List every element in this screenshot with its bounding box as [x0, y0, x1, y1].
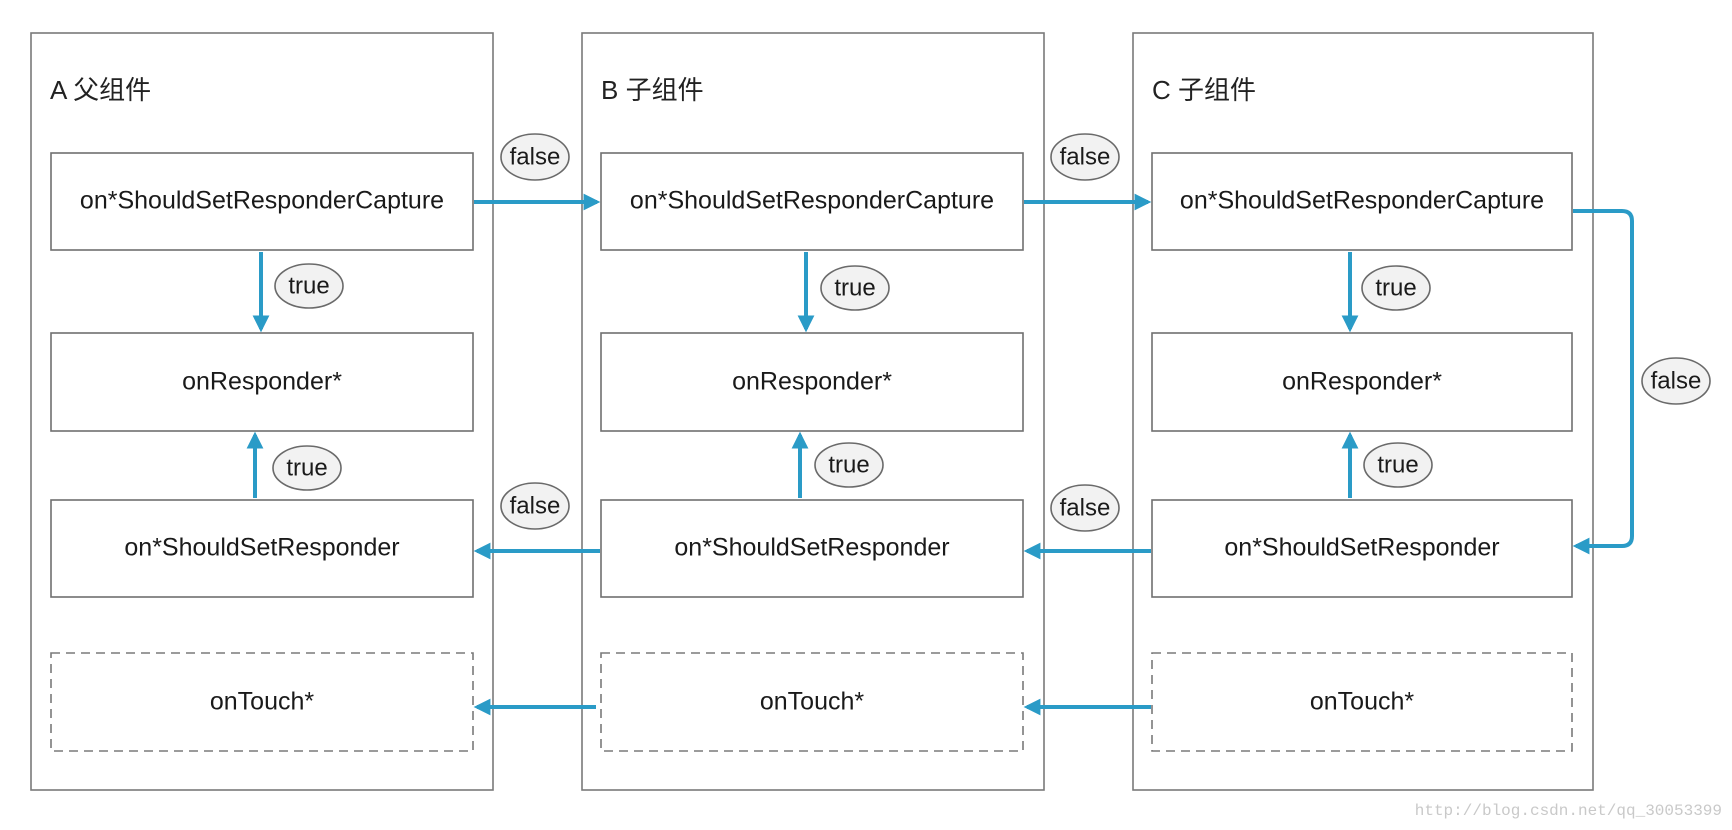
panel-c-should-set-box [1151, 499, 1573, 598]
panel-a-title: A 父组件 [50, 75, 151, 105]
capture-b-to-c-false-label: false [1060, 143, 1111, 170]
panel-c-true-up-label: true [1377, 451, 1418, 478]
panel-a-responder-box [50, 332, 474, 432]
panel-c-touch-label: onTouch* [1310, 688, 1415, 716]
watermark: http://blog.csdn.net/qq_30053399 [1415, 802, 1722, 820]
panel-a-should-set-box [50, 499, 474, 598]
panel-c-true-down-label: true [1375, 274, 1416, 301]
panel-b-true-down-label: true [834, 274, 875, 301]
panel-b-touch-label: onTouch* [760, 688, 865, 716]
panel-a-should-set-label: on*ShouldSetResponder [124, 534, 399, 562]
panel-c-responder-label: onResponder* [1282, 368, 1442, 396]
panel-a-true-up-pill [272, 445, 342, 491]
panel-b-responder-box [600, 332, 1024, 432]
should-set-c-to-b-false-label: false [1060, 494, 1111, 521]
panel-c-true-down-pill [1361, 265, 1431, 311]
panel-c-title: C 子组件 [1152, 75, 1256, 105]
panel-c-touch-box [1151, 652, 1573, 752]
panel-a-true-up-label: true [286, 454, 327, 481]
panel-b-responder-label: onResponder* [732, 368, 892, 396]
panel-b-true-up-label: true [828, 451, 869, 478]
capture-c-to-should-set-false-label: false [1651, 367, 1702, 394]
panel-b-true-down-pill [820, 265, 890, 311]
panel-b-should-set-label: on*ShouldSetResponder [674, 534, 949, 562]
should-set-b-to-a-false-label: false [510, 492, 561, 519]
panel-a-capture-box [50, 152, 474, 251]
panel-a-touch-box [50, 652, 474, 752]
panel-a-touch-label: onTouch* [210, 688, 315, 716]
capture-c-to-should-set-false-pill [1641, 357, 1711, 405]
panel-b-should-set-box [600, 499, 1024, 598]
capture-c-to-should-set-arrow [1572, 209, 1634, 555]
panel-a-true-down-label: true [288, 272, 329, 299]
panel-b-touch-box [600, 652, 1024, 752]
panel-c-capture-box [1151, 152, 1573, 251]
panel-c-responder-box [1151, 332, 1573, 432]
should-set-b-to-a-false-pill [500, 482, 570, 530]
panel-a-true-down-pill [274, 263, 344, 309]
panel-b-capture-label: on*ShouldSetResponderCapture [630, 187, 994, 215]
capture-b-to-c-false-pill [1050, 133, 1120, 181]
capture-a-to-b-false-label: false [510, 143, 561, 170]
panel-b-true-up-pill [814, 442, 884, 488]
panel-b-capture-box [600, 152, 1024, 251]
panel-c-capture-label: on*ShouldSetResponderCapture [1180, 187, 1544, 215]
should-set-c-to-b-false-pill [1050, 484, 1120, 532]
panel-b-title: B 子组件 [601, 75, 704, 105]
panel-a-responder-label: onResponder* [182, 368, 342, 396]
capture-a-to-b-false-pill [500, 133, 570, 181]
panel-a-capture-label: on*ShouldSetResponderCapture [80, 187, 444, 215]
panel-c-true-up-pill [1363, 442, 1433, 488]
panel-c-should-set-label: on*ShouldSetResponder [1224, 534, 1499, 562]
